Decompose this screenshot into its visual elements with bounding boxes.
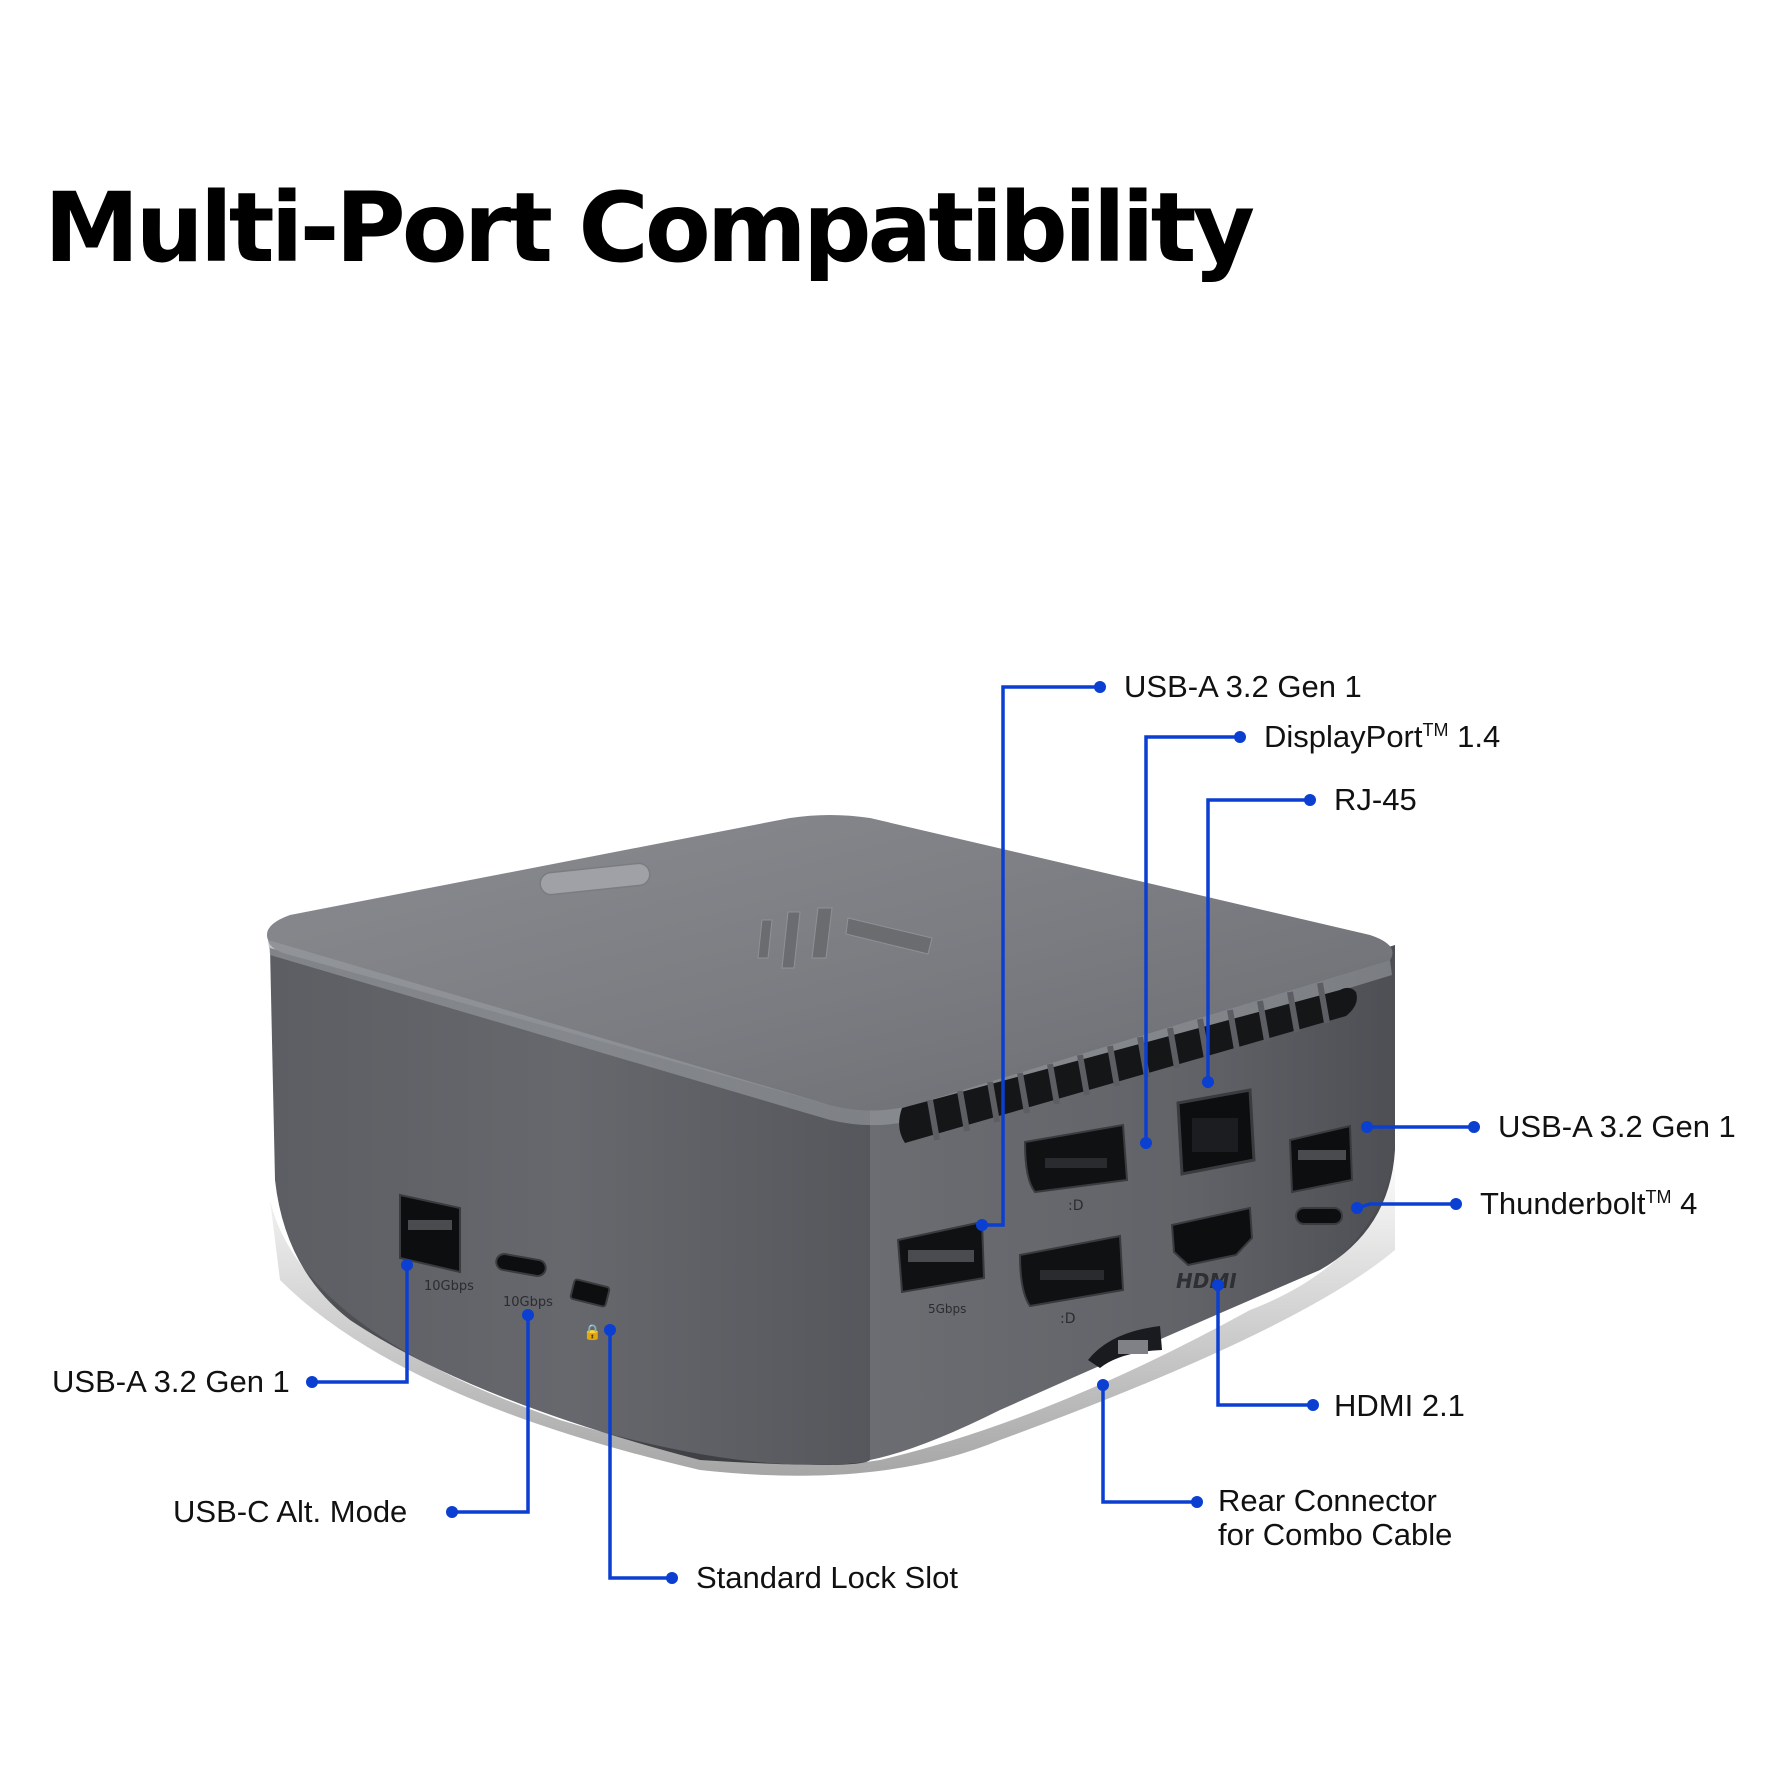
callout-usbc-alt-mode: USB-C Alt. Mode bbox=[173, 1494, 408, 1529]
callout-thunderbolt: ThunderboltTM 4 bbox=[1480, 1186, 1698, 1221]
callout-rear-connector-line2: for Combo Cable bbox=[1218, 1517, 1453, 1552]
callout-displayport: DisplayPortTM 1.4 bbox=[1264, 719, 1501, 754]
callout-dots bbox=[306, 681, 1480, 1584]
power-button bbox=[539, 862, 651, 896]
lock-icon: 🔒 bbox=[583, 1323, 602, 1341]
hdmi-port bbox=[1170, 1206, 1254, 1267]
callout-thunderbolt-name: Thunderbolt bbox=[1480, 1186, 1646, 1221]
callout-lines bbox=[312, 685, 1474, 1580]
callout-displayport-name: DisplayPort bbox=[1264, 719, 1423, 754]
dp-mark-bottom: :D bbox=[1060, 1311, 1076, 1327]
callout-usb-a-right: USB-A 3.2 Gen 1 bbox=[1498, 1109, 1736, 1144]
usb-c-front bbox=[495, 1253, 547, 1277]
callout-lock-slot: Standard Lock Slot bbox=[696, 1560, 958, 1595]
callout-thunderbolt-tm: TM bbox=[1645, 1187, 1672, 1207]
dp-mark-top: :D bbox=[1068, 1198, 1084, 1214]
usbc-speed-mark-front: 10Gbps bbox=[503, 1295, 553, 1310]
hp-logo bbox=[757, 907, 933, 969]
front-ports: 10Gbps 10Gbps 🔒 bbox=[399, 1193, 611, 1341]
callout-rear-connector-line1: Rear Connector bbox=[1218, 1483, 1437, 1518]
thunderbolt-port bbox=[1295, 1207, 1343, 1225]
callout-thunderbolt-version: 4 bbox=[1680, 1186, 1698, 1221]
callout-displayport-version: 1.4 bbox=[1457, 719, 1501, 754]
callout-rear-connector: Rear Connector for Combo Cable bbox=[1218, 1484, 1452, 1552]
callout-rj45: RJ-45 bbox=[1334, 782, 1417, 817]
callout-usb-a-left: USB-A 3.2 Gen 1 bbox=[52, 1364, 290, 1399]
usb-a-front bbox=[399, 1193, 461, 1274]
callout-displayport-tm: TM bbox=[1422, 720, 1449, 740]
lock-slot bbox=[569, 1278, 611, 1308]
rear-ports: :D :D 5Gbps HDMI bbox=[896, 1088, 1354, 1368]
usb-speed-mark-rear: 5Gbps bbox=[928, 1302, 966, 1316]
rear-vent bbox=[899, 987, 1357, 1143]
callout-usb-a-top: USB-A 3.2 Gen 1 bbox=[1124, 669, 1362, 704]
callout-hdmi: HDMI 2.1 bbox=[1334, 1388, 1465, 1423]
page-title: Multi-Port Compatibility bbox=[44, 172, 1255, 284]
hdmi-logo-mark: HDMI bbox=[1176, 1269, 1237, 1293]
usb-speed-mark-front: 10Gbps bbox=[424, 1279, 474, 1294]
